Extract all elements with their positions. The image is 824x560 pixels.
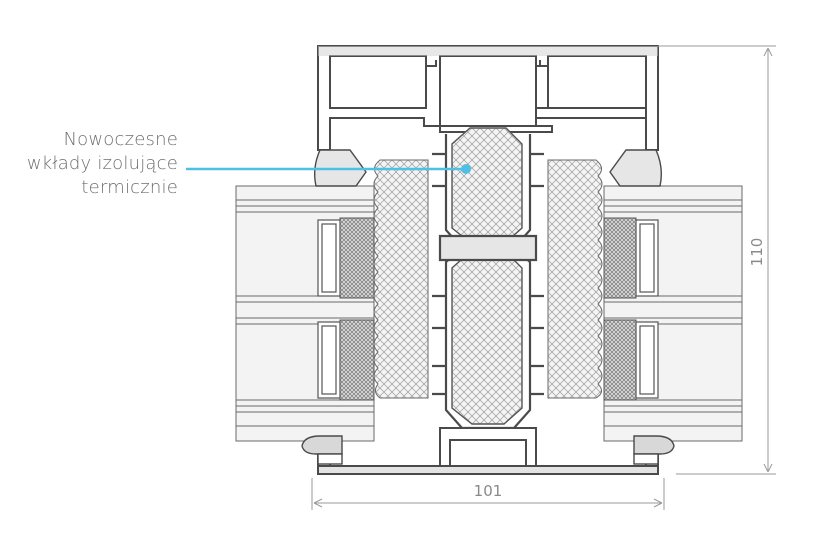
central-profile xyxy=(432,134,544,430)
top-frame-fill xyxy=(318,46,658,56)
thermal-insulation-center xyxy=(451,127,523,425)
top-frame xyxy=(317,45,659,151)
insulation-side-blocks xyxy=(373,159,603,399)
callout-label: Nowoczesne wkłady izolujące termicznie xyxy=(27,128,178,200)
glass-sealant xyxy=(339,217,637,401)
dimension-width xyxy=(311,478,665,510)
bottom-gaskets xyxy=(301,435,675,465)
dimension-height xyxy=(658,45,776,475)
dimension-height-label: 110 xyxy=(748,238,766,267)
dimension-width-label: 101 xyxy=(474,482,503,500)
callout-line-1: Nowoczesne xyxy=(63,129,178,150)
callout-line-2: wkłady izolujące xyxy=(26,153,178,174)
callout-line-3: termicznie xyxy=(81,177,178,198)
callout-pointer xyxy=(186,164,471,174)
bottom-frame xyxy=(317,427,659,475)
